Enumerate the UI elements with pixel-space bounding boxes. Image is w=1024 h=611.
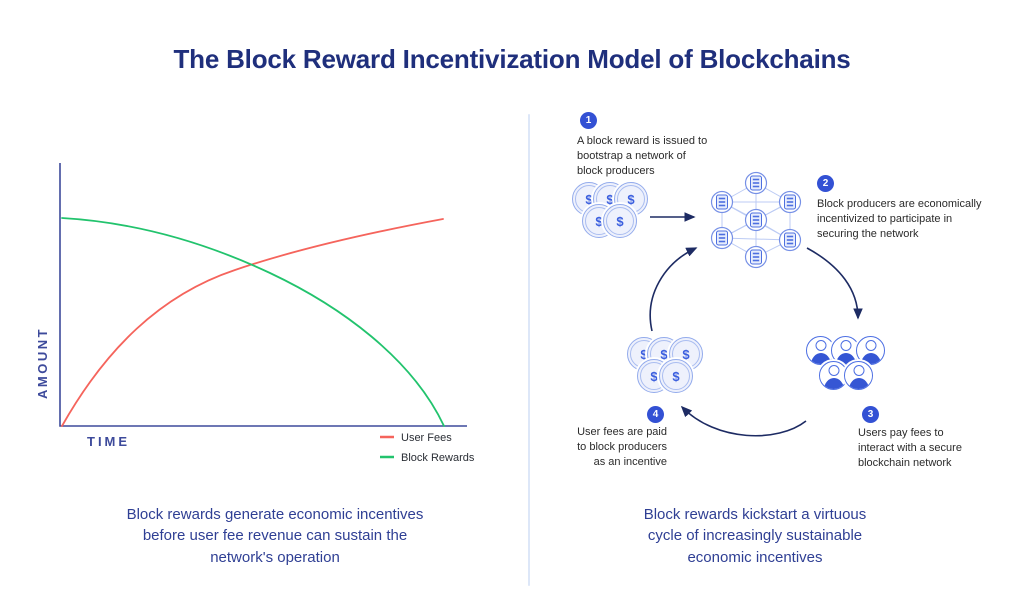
y-axis-label: AMOUNT <box>35 327 50 399</box>
step-badge-3: 3 <box>862 406 879 423</box>
step-text-2: Block producers are economically incenti… <box>817 198 982 240</box>
coins-icon: $ $ $ $ $ <box>627 337 703 393</box>
arrow-step4-to-step2 <box>649 247 698 332</box>
cycle-arrows <box>649 212 863 437</box>
page-title: The Block Reward Incentivization Model o… <box>173 44 851 74</box>
coin-icon: $ <box>603 204 637 238</box>
network-nodes-icon <box>710 171 802 269</box>
coin-icon: $ <box>659 359 693 393</box>
chart-legend: User Fees Block Rewards <box>380 432 475 464</box>
user-icon <box>844 361 873 390</box>
chart-axes <box>59 163 467 427</box>
left-chart: AMOUNT TIME User Fees Block Rewards <box>35 163 475 464</box>
cycle-caption: Block rewards kickstart a virtuous cycle… <box>643 506 867 566</box>
arrow-step2-to-step3 <box>806 247 863 320</box>
step-badge-1: 1 <box>580 112 597 129</box>
block-rewards-curve <box>61 217 445 427</box>
chart-caption: Block rewards generate economic incentiv… <box>126 506 424 566</box>
legend-label-user-fees: User Fees <box>401 432 452 444</box>
vertical-divider <box>528 114 530 586</box>
user-fees-curve <box>61 218 444 427</box>
users-icon <box>806 336 885 390</box>
step-badge-4: 4 <box>647 406 664 423</box>
step-text-3: Users pay fees to interact with a secure… <box>858 427 962 469</box>
legend-label-block-rewards: Block Rewards <box>401 452 475 464</box>
step-badge-2: 2 <box>817 175 834 192</box>
arrow-step3-to-step4 <box>680 405 807 437</box>
step-text-1: A block reward is issued to bootstrap a … <box>577 135 708 177</box>
user-icon <box>856 336 885 365</box>
step-text-4: User fees are paid to block producers as… <box>577 426 667 468</box>
x-axis-label: TIME <box>87 434 130 449</box>
coins-icon: $ $ $ $ $ <box>572 182 648 238</box>
node-icon <box>710 171 802 269</box>
